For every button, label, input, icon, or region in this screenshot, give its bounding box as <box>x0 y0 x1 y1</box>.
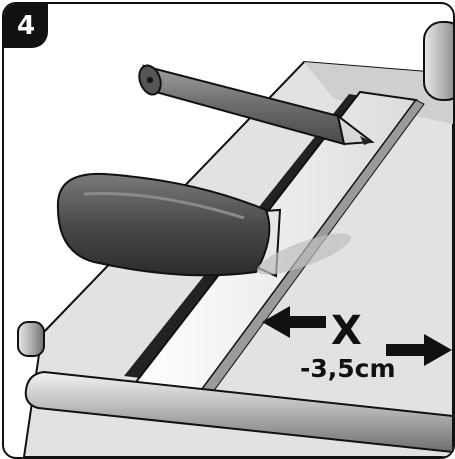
cutter-knife-icon <box>56 172 282 278</box>
cutting-illustration: X <box>17 21 453 457</box>
dimension-value: -3,5cm <box>300 354 396 383</box>
double-arrow-icon <box>262 306 452 366</box>
top-rod <box>423 21 453 101</box>
pencil-icon <box>138 64 375 146</box>
dimension-symbol: X <box>331 308 362 354</box>
knife-shadow <box>256 233 352 275</box>
step-number: 4 <box>16 11 36 41</box>
end-cap-left <box>17 321 45 357</box>
step-number-badge: 4 <box>4 4 48 48</box>
bottom-rod <box>24 370 453 454</box>
